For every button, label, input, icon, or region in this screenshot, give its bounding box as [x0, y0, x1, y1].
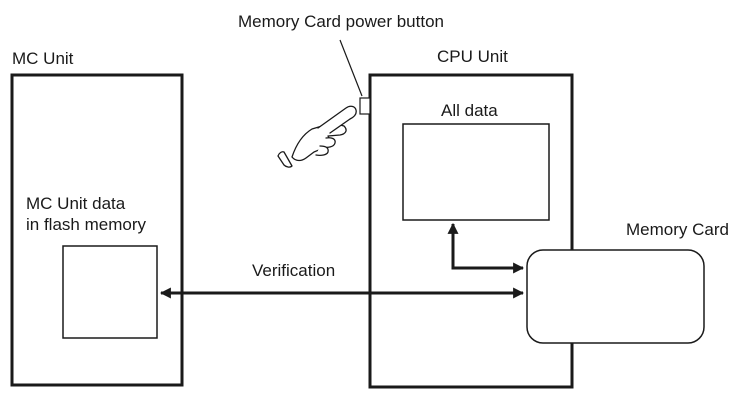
memory-card-box — [526, 249, 705, 344]
power-button-label: Memory Card power button — [238, 12, 444, 31]
memory-card-label: Memory Card — [626, 220, 729, 239]
cpu-unit-label: CPU Unit — [437, 47, 508, 66]
mc-unit-data-label-line1: MC Unit data — [26, 194, 126, 213]
verification-label: Verification — [252, 261, 336, 280]
mc-unit-data-box — [62, 245, 158, 339]
all-data-label: All data — [441, 101, 498, 120]
power-button — [359, 97, 371, 115]
mc-unit-label: MC Unit — [12, 49, 74, 68]
power-button-leader-line — [339, 39, 363, 97]
all-data-box — [402, 123, 550, 221]
pointing-hand-icon — [277, 105, 357, 168]
all-data-card-arrow — [447, 222, 525, 274]
mc-unit-data-label-line2: in flash memory — [26, 215, 146, 234]
